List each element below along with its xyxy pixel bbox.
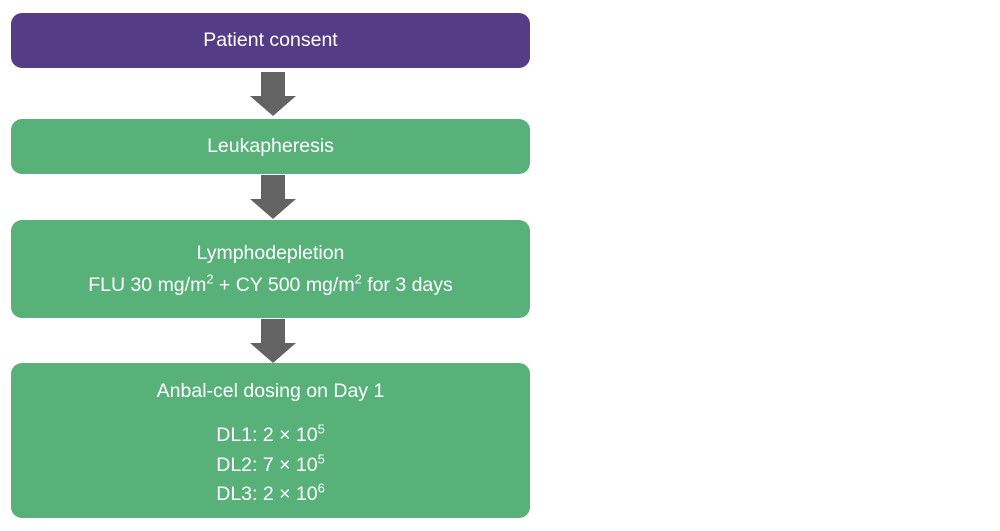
arrow-head xyxy=(249,95,296,116)
dose-level-dl2-exponent: 5 xyxy=(317,451,325,467)
arrow-shaft xyxy=(260,71,285,97)
regimen-flu-dose: FLU 30 mg/m xyxy=(88,273,207,296)
arrow-head xyxy=(249,199,296,219)
connector-lymphodepletion-to-dosing xyxy=(11,318,530,363)
arrow-head xyxy=(249,342,296,363)
regimen-separator: + CY 500 mg/m xyxy=(213,273,355,296)
arrow-down-icon xyxy=(249,318,296,363)
dose-level-dl1-label: DL1: 2 × 10 xyxy=(216,423,318,446)
regimen-cy-exponent: 2 xyxy=(354,271,362,286)
node-lymphodepletion-title: Lymphodepletion xyxy=(196,241,345,264)
dose-level-dl1: DL1: 2 × 105 xyxy=(216,421,325,451)
arrow-shaft xyxy=(260,318,285,344)
dose-level-list: DL1: 2 × 105 DL2: 7 × 105 DL3: 2 × 106 xyxy=(216,421,325,510)
node-lymphodepletion-regimen: FLU 30 mg/m2 + CY 500 mg/m2 for 3 days xyxy=(88,271,453,298)
node-leukapheresis-label: Leukapheresis xyxy=(207,135,334,158)
node-patient-consent-label: Patient consent xyxy=(203,29,338,52)
node-leukapheresis: Leukapheresis xyxy=(11,119,530,174)
dose-level-dl1-exponent: 5 xyxy=(317,421,325,437)
dose-level-dl3: DL3: 2 × 106 xyxy=(216,480,325,510)
connector-consent-to-leukapheresis xyxy=(11,68,530,119)
node-patient-consent: Patient consent xyxy=(11,13,530,68)
dose-level-dl2: DL2: 7 × 105 xyxy=(216,451,325,481)
dose-level-dl2-label: DL2: 7 × 10 xyxy=(216,453,318,476)
flowchart-column: Patient consent Leukapheresis Lymphodepl… xyxy=(11,13,530,518)
dose-level-dl3-label: DL3: 2 × 10 xyxy=(216,483,318,506)
arrow-shaft xyxy=(260,175,285,200)
connector-leukapheresis-to-lymphodepletion xyxy=(11,174,530,220)
node-anbal-cel-dosing-title: Anbal-cel dosing on Day 1 xyxy=(156,380,385,402)
arrow-down-icon xyxy=(249,175,296,219)
node-anbal-cel-dosing: Anbal-cel dosing on Day 1 DL1: 2 × 105 D… xyxy=(11,363,530,518)
arrow-down-icon xyxy=(249,71,296,116)
regimen-flu-exponent: 2 xyxy=(206,271,214,286)
regimen-duration: for 3 days xyxy=(361,273,453,296)
node-lymphodepletion: Lymphodepletion FLU 30 mg/m2 + CY 500 mg… xyxy=(11,220,530,318)
dose-level-dl3-exponent: 6 xyxy=(317,480,325,496)
